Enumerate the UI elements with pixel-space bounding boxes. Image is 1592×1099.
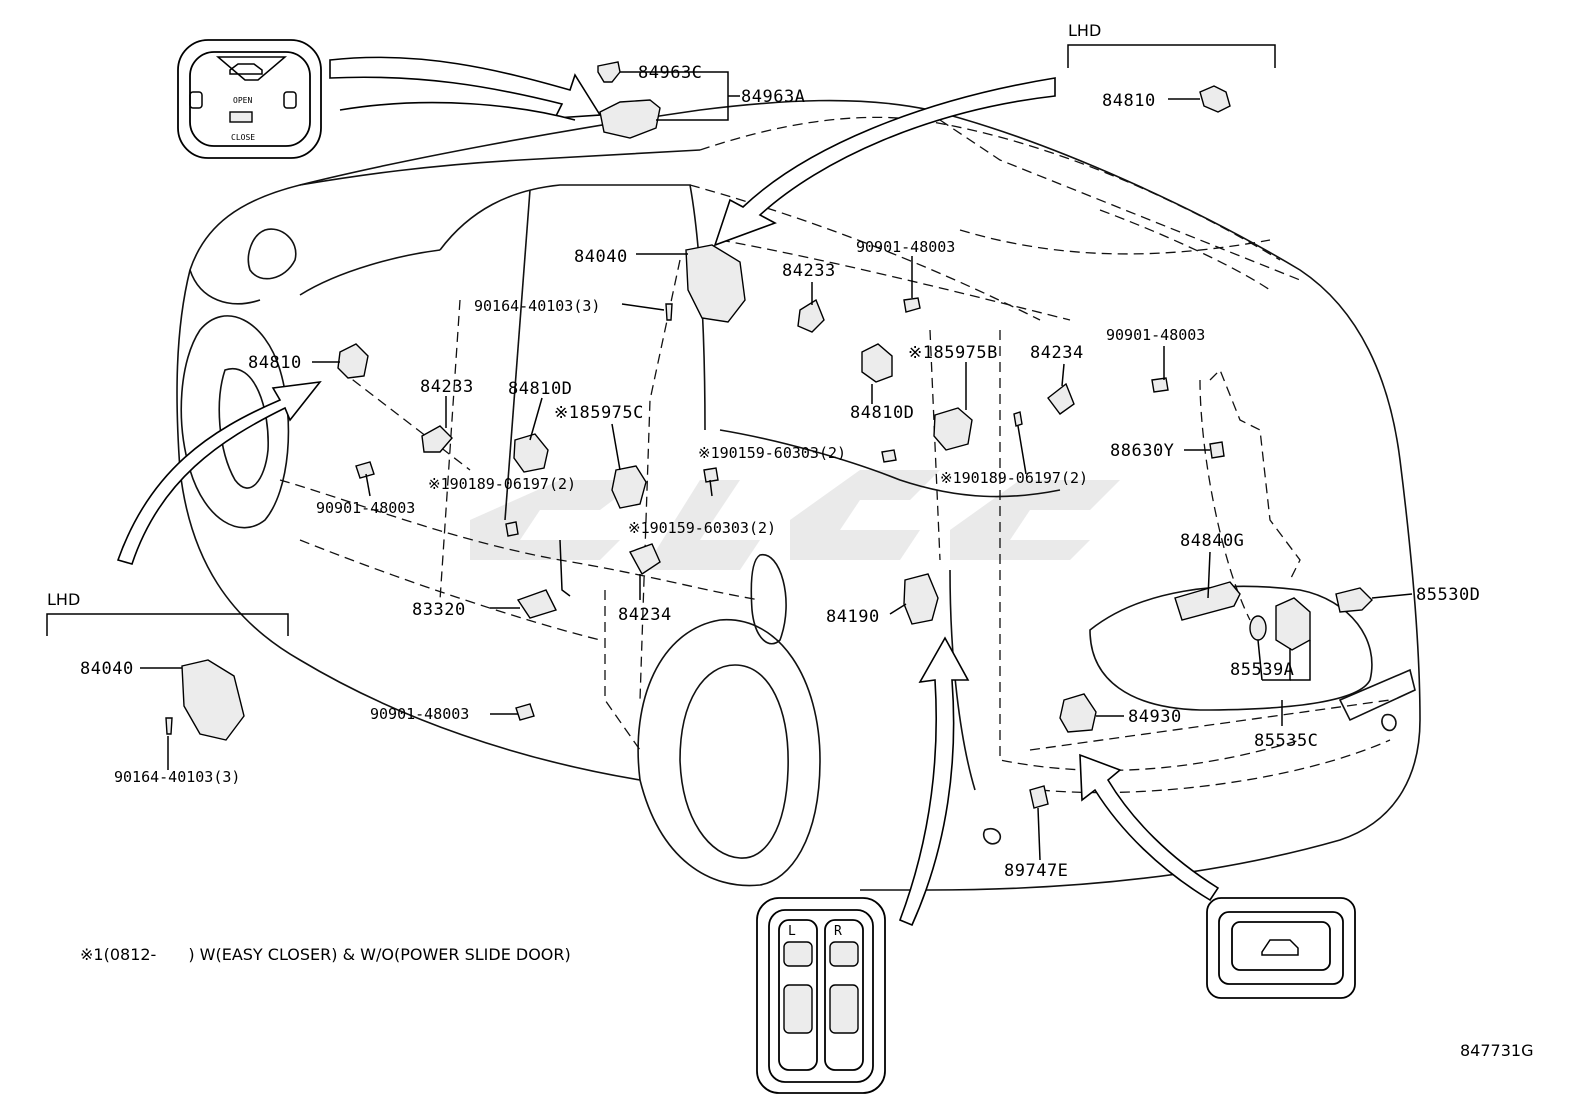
label-185975b: ※185975B (908, 343, 998, 363)
label-84233-top: 84233 (782, 261, 836, 281)
socket-85530d (1335, 587, 1373, 613)
screw-90164-top (665, 303, 673, 321)
back-door-switch-panel (1206, 897, 1356, 999)
seat-switch-panel-bottom: L R (756, 897, 886, 1094)
switch-84233-top (797, 298, 825, 333)
clip-84963c (597, 61, 621, 83)
label-84234-top: 84234 (1030, 343, 1084, 363)
label-90164-top: 90164-40103(3) (474, 297, 600, 315)
bolt-90901-b (355, 461, 375, 479)
switch-close-label: CLOSE (231, 133, 255, 142)
door-switch-panel-top: OPEN CLOSE (177, 39, 322, 159)
switch-185975b (933, 407, 973, 451)
screw-90164-left (165, 717, 173, 735)
label-84963a: 84963A (741, 87, 805, 107)
label-89747e: 89747E (1004, 861, 1068, 881)
switch-84963a (599, 99, 661, 139)
switch-84840g (1174, 581, 1241, 621)
label-90164-left: 90164-40103(3) (114, 768, 240, 786)
switch-88630y (1209, 441, 1225, 459)
leader-lines (140, 71, 1413, 861)
label-85539a: 85539A (1230, 660, 1294, 680)
diagram-code: 847731G (1460, 1041, 1533, 1060)
switch-185975c (611, 465, 647, 509)
label-190189-a: ※190189-06197(2) (428, 475, 576, 493)
arrow-bottom-right (1079, 753, 1220, 902)
seat-switch-right-label: R (834, 924, 842, 939)
switch-open-label: OPEN (233, 96, 252, 105)
label-190189-b: ※190189-06197(2) (940, 469, 1088, 487)
label-84233-left: 84233 (420, 377, 474, 397)
label-83320: 83320 (412, 600, 466, 620)
switch-84810-top (1199, 85, 1231, 113)
label-90901-a: 90901-48003 (856, 238, 955, 256)
switch-84810-left (337, 343, 369, 379)
label-84040-left: 84040 (80, 659, 134, 679)
label-190159-b: ※190159-60303(2) (628, 519, 776, 537)
label-84234-low: 84234 (618, 605, 672, 625)
label-88630y: 88630Y (1110, 441, 1174, 461)
label-90901-b: 90901-48003 (316, 499, 415, 517)
label-84040-top: 84040 (574, 247, 628, 267)
label-90901-d: 90901-48003 (370, 705, 469, 723)
bolt-90901-a (903, 297, 921, 313)
sensor-83320 (516, 589, 557, 619)
arrow-left (116, 380, 322, 565)
footnote: ※1(0812- ) W(EASY CLOSER) & W/O(POWER SL… (80, 945, 571, 964)
screw-190159-a (881, 449, 897, 463)
arrow-bottom-mid (898, 636, 970, 927)
arrow-top-left (329, 56, 602, 119)
lhd-label-top: LHD (1068, 21, 1101, 40)
switch-84234-low (628, 543, 661, 576)
clip-190189-b (1013, 411, 1023, 427)
label-84930: 84930 (1128, 707, 1182, 727)
switch-84810d-left (513, 433, 549, 473)
hidden-lines (279, 116, 1391, 794)
switch-84040-left (181, 659, 245, 741)
switch-84040-top (685, 244, 746, 323)
cap-85539a (1249, 615, 1267, 641)
switch-84930 (1059, 693, 1097, 733)
clip-190189-a (505, 521, 519, 537)
lhd-label-left: LHD (47, 590, 80, 609)
label-84840g: 84840G (1180, 531, 1244, 551)
label-84810d-right: 84810D (850, 403, 914, 423)
callout-arrows (116, 56, 1220, 927)
bolt-90901-c (1151, 377, 1169, 393)
label-185975c: ※185975C (554, 403, 644, 423)
sensor-89747e (1029, 785, 1049, 809)
part-shapes (165, 61, 1373, 809)
switch-84810d-right (861, 343, 893, 383)
label-90901-c: 90901-48003 (1106, 326, 1205, 344)
part-labels: 84963C 84963A 84810 84040 90164-40103(3)… (80, 63, 1480, 881)
switch-84233-left (421, 425, 453, 453)
screw-190159-b (703, 467, 719, 483)
seat-switch-left-label: L (788, 924, 796, 939)
watermark-logo (470, 470, 1120, 570)
label-84963c: 84963C (638, 63, 702, 83)
arrow-top-right (713, 77, 1056, 247)
switch-84190 (903, 573, 939, 625)
label-84810-left: 84810 (248, 353, 302, 373)
socket-85535c (1275, 597, 1311, 651)
switch-84234-top (1047, 382, 1075, 415)
label-85530d: 85530D (1416, 585, 1480, 605)
bolt-90901-d (515, 703, 535, 721)
label-190159-a: ※190159-60303(2) (698, 444, 846, 462)
lhd-brackets (46, 44, 1276, 636)
label-84810-top: 84810 (1102, 91, 1156, 111)
label-85535c: 85535C (1254, 731, 1318, 751)
label-84190: 84190 (826, 607, 880, 627)
label-84810d-left: 84810D (508, 379, 572, 399)
